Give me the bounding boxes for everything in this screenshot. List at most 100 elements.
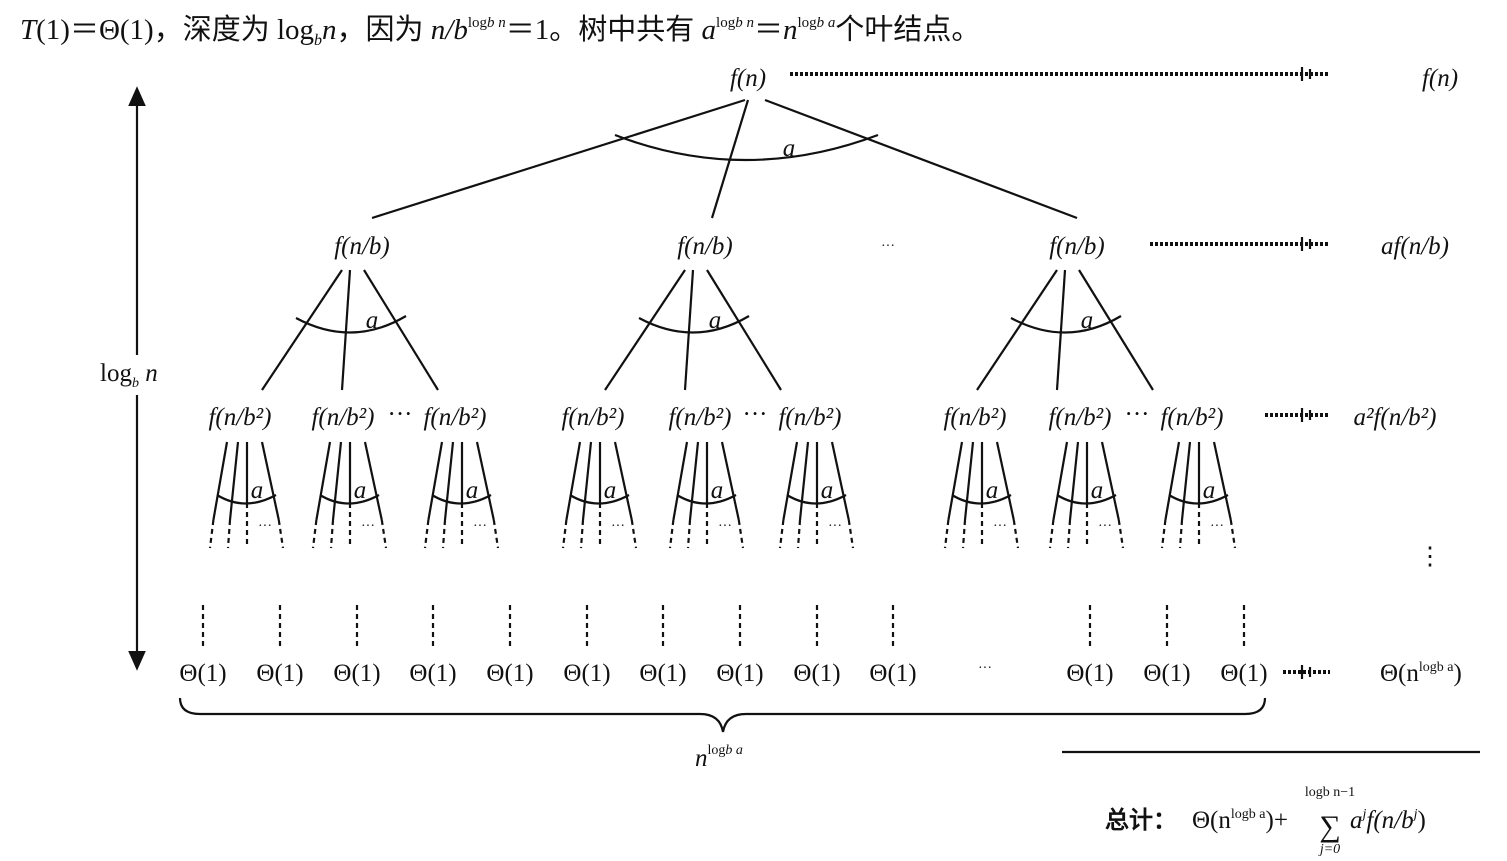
branch-arc	[951, 494, 1012, 505]
leaf-node: Θ(1)	[486, 660, 533, 687]
cost-leaves: Θ(nlogb a)	[1380, 660, 1462, 687]
level2-node: f(n/b²)	[1048, 404, 1111, 431]
intro-part: T	[20, 14, 37, 46]
subtree-edge-dashed	[277, 519, 285, 549]
subtree-edge	[1068, 441, 1080, 521]
level1-node: f(n/b)	[677, 233, 733, 260]
tree-edge	[683, 269, 695, 391]
subtree-ellipsis: ···	[1098, 519, 1112, 534]
intro-part: log	[467, 15, 488, 31]
branch-arc	[676, 494, 737, 505]
subtree-ellipsis: ···	[828, 519, 842, 534]
total-formula: 总计： Θ(nlogb a)+ logb n−1 ∑ j=0 ajf(n/bj)	[1105, 785, 1426, 857]
cost-vertical-ellipsis: ⋮	[1418, 543, 1443, 570]
subtree-edge	[331, 441, 343, 521]
subtree-edge-dashed	[441, 519, 447, 549]
subtree-edge	[798, 441, 810, 521]
intro-part: n	[742, 15, 754, 31]
subtree-edge	[1052, 441, 1069, 521]
subtree-edge	[947, 441, 964, 521]
subtree-ellipsis: ···	[361, 519, 375, 534]
intro-part: 个叶结点。	[835, 14, 981, 46]
subtree-edge-dashed	[492, 519, 500, 549]
branch-arc	[431, 494, 492, 505]
branch-label: a	[709, 307, 722, 334]
intro-part: b	[816, 15, 825, 31]
level2-node: f(n/b²)	[311, 404, 374, 431]
subtree-edge-dashed	[796, 519, 802, 549]
subtree-edge-dashed	[961, 519, 967, 549]
subtree-ellipsis: ···	[718, 519, 732, 534]
svg-text:总计：: 总计：	[1105, 806, 1177, 834]
level2-node: f(n/b²)	[1160, 404, 1223, 431]
subtree-edge	[672, 441, 689, 521]
branch-arc	[638, 315, 750, 334]
subtree-edge-dashed	[561, 519, 568, 549]
subtree-edge-dashed	[226, 519, 232, 549]
inline-ellipsis: ···	[1125, 401, 1150, 428]
subtree-edge	[427, 441, 444, 521]
subtree-edge	[995, 441, 1015, 521]
branch-label: a	[251, 477, 264, 504]
leaf-node: Θ(1)	[716, 660, 763, 687]
subtree-ellipsis: ···	[993, 519, 1007, 534]
level2-node: f(n/b²)	[668, 404, 731, 431]
leaf-node: Θ(1)	[409, 660, 456, 687]
intro-part: a	[701, 14, 717, 46]
subtree-edge	[228, 441, 240, 521]
level2-node: f(n/b²)	[943, 404, 1006, 431]
cost-level2: a²f(n/b²)	[1353, 404, 1436, 431]
intro-part: ＝	[753, 14, 783, 46]
branch-label: a	[1203, 477, 1216, 504]
branch-arc	[1010, 315, 1122, 334]
intro-sentence: T(1)＝Θ(1)，深度为 logbn，因为 n/blogb n＝1。树中共有 …	[20, 6, 980, 50]
subtree-edge-dashed	[579, 519, 585, 549]
branch-arc	[319, 494, 380, 505]
tree-edge	[976, 269, 1058, 391]
branch-arc	[614, 133, 879, 162]
subtree-edge-dashed	[208, 519, 215, 549]
leaf-node: Θ(1)	[869, 660, 916, 687]
leaf-node: Θ(1)	[563, 660, 610, 687]
intro-part: n	[322, 14, 337, 46]
tree-edge	[764, 98, 1078, 220]
intro-part: n	[782, 14, 798, 46]
subtree-edge	[260, 441, 280, 521]
branch-arc	[295, 315, 407, 334]
sum-upper: logb n−1	[1305, 785, 1355, 800]
tree-edge	[1055, 269, 1067, 391]
subtree-edge-dashed	[423, 519, 430, 549]
leaf-node: Θ(1)	[1220, 660, 1267, 687]
subtree-ellipsis: ···	[258, 519, 272, 534]
cost-level0: f(n)	[1422, 65, 1458, 92]
subtree-edge	[1100, 441, 1120, 521]
branch-label: a	[466, 477, 479, 504]
subtree-edge	[963, 441, 975, 521]
subtree-edge-dashed	[847, 519, 855, 549]
intro-part: n	[494, 15, 506, 31]
level2-node: f(n/b²)	[778, 404, 841, 431]
leaf-node: Θ(1)	[1143, 660, 1190, 687]
total-term2: ajf(n/bj)	[1350, 807, 1426, 834]
subtree-edge	[613, 441, 633, 521]
intro-part: b	[314, 32, 323, 49]
leaf-node: Θ(1)	[179, 660, 226, 687]
tree-edge	[604, 269, 686, 391]
subtree-edge	[830, 441, 850, 521]
intro-part: log	[797, 15, 817, 31]
leaf-node: Θ(1)	[256, 660, 303, 687]
leaf-node: Θ(1)	[793, 660, 840, 687]
branch-label: a	[986, 477, 999, 504]
subtree-edge-dashed	[1229, 519, 1237, 549]
intro-part: ＝1。树中共有	[505, 14, 702, 46]
leaf-ellipsis: ···	[978, 661, 992, 676]
level1-node: f(n/b)	[334, 233, 390, 260]
subtree-edge	[315, 441, 332, 521]
leaf-node: Θ(1)	[1066, 660, 1113, 687]
branch-arc	[216, 494, 277, 505]
subtree-edge-dashed	[311, 519, 318, 549]
leaf-node: Θ(1)	[639, 660, 686, 687]
intro-part: ，因为	[336, 14, 431, 46]
subtree-edge-dashed	[380, 519, 388, 549]
subtree-edge-dashed	[1117, 519, 1125, 549]
